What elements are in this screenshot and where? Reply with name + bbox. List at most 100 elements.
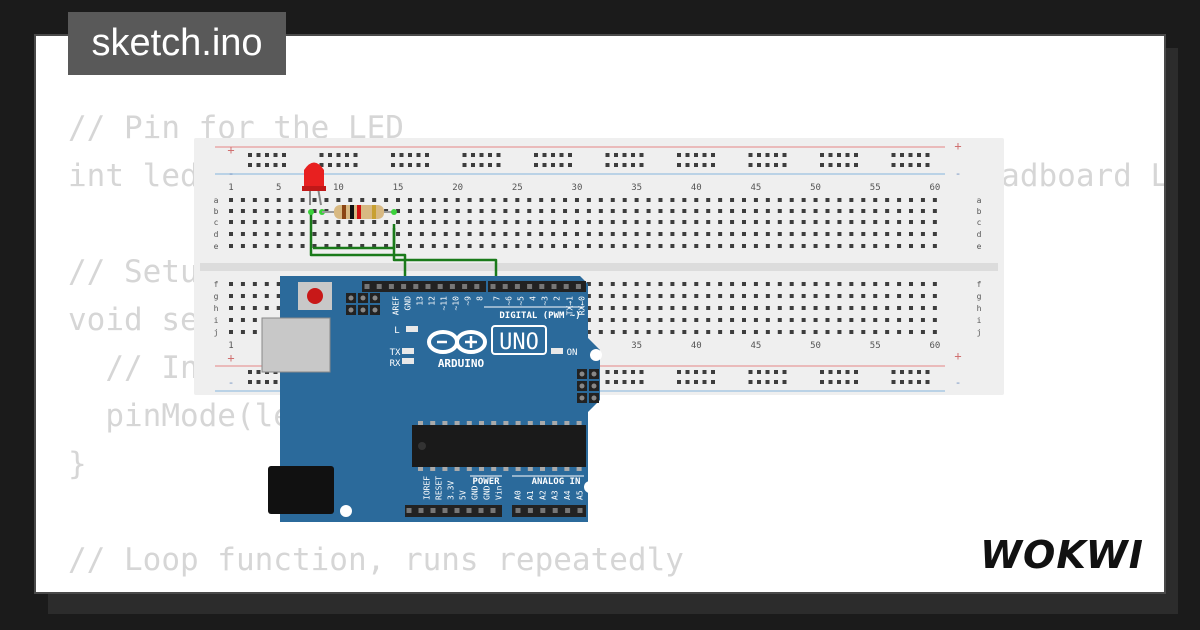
header-pin[interactable] — [514, 284, 520, 289]
breadboard-hole[interactable] — [634, 232, 639, 236]
breadboard-hole[interactable] — [801, 232, 806, 236]
rail-hole[interactable] — [900, 370, 904, 374]
breadboard-hole[interactable] — [252, 198, 257, 202]
rail-hole[interactable] — [631, 370, 635, 374]
breadboard-hole[interactable] — [741, 198, 746, 202]
breadboard-hole[interactable] — [348, 244, 353, 248]
rail-hole[interactable] — [900, 153, 904, 157]
breadboard-hole[interactable] — [682, 232, 687, 236]
rail-hole[interactable] — [399, 163, 404, 167]
breadboard-hole[interactable] — [849, 282, 854, 286]
breadboard-hole[interactable] — [229, 294, 233, 298]
breadboard-hole[interactable] — [622, 330, 627, 334]
rail-hole[interactable] — [677, 380, 681, 384]
breadboard-hole[interactable] — [765, 209, 770, 213]
rail-hole[interactable] — [685, 370, 690, 374]
breadboard-hole[interactable] — [730, 209, 735, 213]
breadboard-hole[interactable] — [574, 244, 579, 248]
breadboard-hole[interactable] — [849, 209, 854, 213]
rail-hole[interactable] — [917, 370, 921, 374]
breadboard-hole[interactable] — [694, 306, 699, 310]
rail-hole[interactable] — [685, 380, 690, 384]
breadboard-hole[interactable] — [765, 306, 770, 310]
breadboard-hole[interactable] — [897, 306, 902, 310]
breadboard-hole[interactable] — [897, 318, 902, 322]
breadboard-hole[interactable] — [360, 198, 365, 202]
breadboard-hole[interactable] — [777, 209, 782, 213]
rail-hole[interactable] — [711, 380, 715, 384]
rail-hole[interactable] — [605, 153, 610, 157]
breadboard-hole[interactable] — [885, 318, 890, 322]
breadboard-hole[interactable] — [467, 209, 472, 213]
breadboard-hole[interactable] — [920, 198, 925, 202]
breadboard-hole[interactable] — [897, 220, 902, 224]
breadboard-hole[interactable] — [491, 244, 496, 248]
breadboard-hole[interactable] — [861, 209, 866, 213]
breadboard-hole[interactable] — [765, 282, 770, 286]
breadboard-hole[interactable] — [897, 209, 902, 213]
breadboard-hole[interactable] — [694, 282, 699, 286]
breadboard-hole[interactable] — [348, 220, 353, 224]
rail-hole[interactable] — [711, 370, 715, 374]
header-pin[interactable] — [515, 508, 521, 513]
breadboard-hole[interactable] — [801, 294, 806, 298]
breadboard-hole[interactable] — [574, 209, 579, 213]
breadboard-hole[interactable] — [730, 244, 735, 248]
rail-hole[interactable] — [891, 370, 896, 374]
breadboard-hole[interactable] — [920, 318, 925, 322]
breadboard-hole[interactable] — [276, 232, 281, 236]
breadboard-hole[interactable] — [646, 318, 651, 322]
breadboard-hole[interactable] — [682, 330, 687, 334]
breadboard-hole[interactable] — [718, 198, 723, 202]
breadboard-hole[interactable] — [586, 282, 591, 286]
breadboard-hole[interactable] — [920, 306, 925, 310]
rail-hole[interactable] — [622, 163, 627, 167]
breadboard-hole[interactable] — [753, 244, 758, 248]
breadboard-hole[interactable] — [861, 318, 866, 322]
breadboard-hole[interactable] — [885, 330, 890, 334]
header-pin[interactable] — [437, 284, 443, 289]
breadboard-hole[interactable] — [300, 198, 305, 202]
header-pin[interactable] — [565, 508, 571, 513]
breadboard-hole[interactable] — [407, 244, 412, 248]
breadboard-hole[interactable] — [527, 209, 532, 213]
breadboard-hole[interactable] — [741, 220, 746, 224]
breadboard-hole[interactable] — [324, 232, 329, 236]
breadboard-hole[interactable] — [527, 220, 532, 224]
breadboard-hole[interactable] — [646, 198, 651, 202]
breadboard-hole[interactable] — [586, 220, 591, 224]
breadboard-hole[interactable] — [229, 220, 233, 224]
breadboard-hole[interactable] — [885, 306, 890, 310]
rail-hole[interactable] — [425, 153, 429, 157]
breadboard-hole[interactable] — [610, 282, 615, 286]
breadboard-hole[interactable] — [932, 306, 937, 310]
breadboard-hole[interactable] — [551, 220, 556, 224]
breadboard-hole[interactable] — [384, 244, 389, 248]
breadboard-hole[interactable] — [622, 244, 627, 248]
breadboard-hole[interactable] — [396, 244, 401, 248]
rail-hole[interactable] — [820, 380, 824, 384]
breadboard-hole[interactable] — [455, 232, 460, 236]
breadboard-hole[interactable] — [825, 318, 830, 322]
breadboard-hole[interactable] — [479, 220, 484, 224]
code-line[interactable]: } — [68, 446, 87, 482]
breadboard-hole[interactable] — [634, 306, 639, 310]
breadboard-hole[interactable] — [706, 294, 711, 298]
breadboard-hole[interactable] — [777, 244, 782, 248]
breadboard-hole[interactable] — [909, 209, 914, 213]
header-pin[interactable] — [425, 284, 431, 289]
breadboard-hole[interactable] — [229, 244, 233, 248]
breadboard-hole[interactable] — [407, 198, 412, 202]
breadboard-hole[interactable] — [443, 244, 448, 248]
breadboard-hole[interactable] — [586, 318, 591, 322]
breadboard-hole[interactable] — [801, 306, 806, 310]
rail-hole[interactable] — [702, 153, 707, 157]
rail-hole[interactable] — [854, 370, 858, 374]
breadboard-hole[interactable] — [682, 209, 687, 213]
rail-hole[interactable] — [273, 153, 278, 157]
breadboard-hole[interactable] — [885, 232, 890, 236]
rail-hole[interactable] — [765, 153, 770, 157]
rail-hole[interactable] — [748, 153, 753, 157]
breadboard-hole[interactable] — [849, 306, 854, 310]
breadboard-hole[interactable] — [622, 318, 627, 322]
